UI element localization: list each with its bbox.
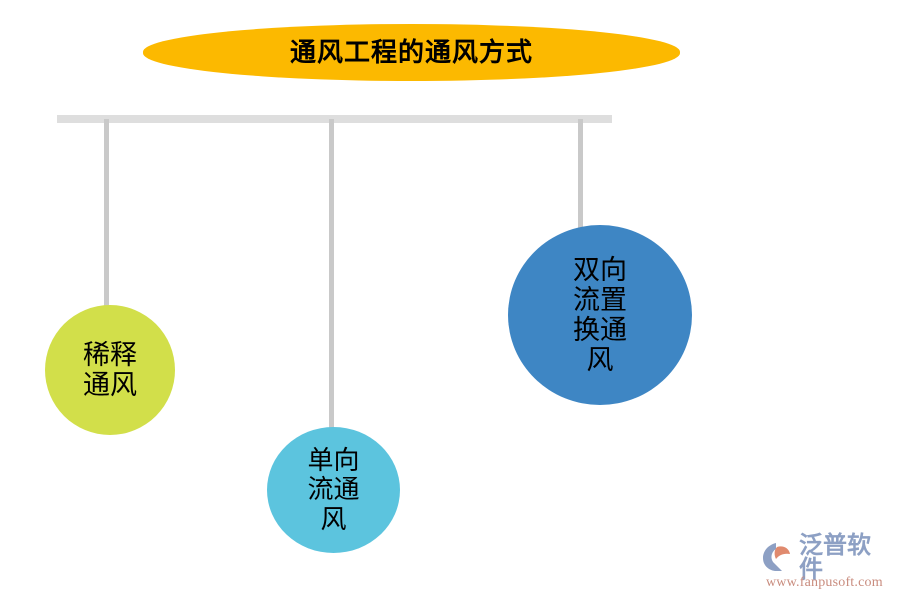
node-bidirectional-label: 双向 流置 换通 风 [573, 254, 627, 376]
fanpu-logo-icon [762, 541, 796, 573]
watermark-url-text: www.fanpusoft.com [766, 575, 883, 590]
connector-rail [57, 115, 612, 123]
node-bidirectional: 双向 流置 换通 风 [508, 225, 692, 405]
connector-line-bidirectional [578, 119, 583, 231]
node-unidirectional: 单向 流通 风 [267, 427, 400, 553]
connector-line-unidirectional [329, 119, 334, 434]
watermark-brand-text: 泛普软件 [799, 531, 871, 583]
diagram-title-pill: 通风工程的通风方式 [143, 24, 680, 81]
connector-line-dilution [104, 119, 109, 311]
watermark-logo: 泛普软件 www.fanpusoft.com [762, 533, 892, 592]
node-unidirectional-label: 单向 流通 风 [307, 446, 360, 534]
page-title: 通风工程的通风方式 [289, 37, 533, 68]
node-dilution: 稀释 通风 [45, 305, 175, 435]
node-dilution-label: 稀释 通风 [83, 339, 137, 400]
watermark-brand-row: 泛普软件 [762, 533, 892, 581]
